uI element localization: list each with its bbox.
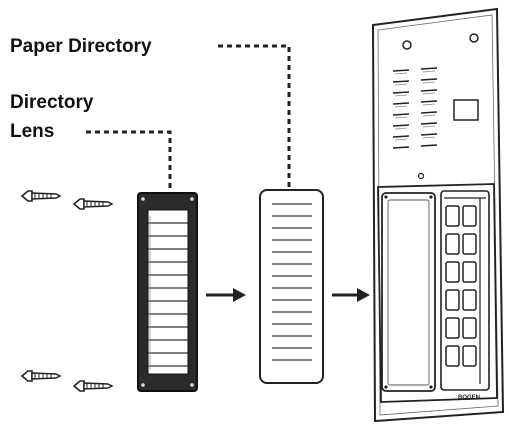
display-window [454, 100, 478, 120]
screw-icon [74, 199, 112, 209]
paper-directory-leader [218, 46, 289, 190]
arrow-right-icon [332, 288, 370, 302]
panel-directory-slot [382, 193, 435, 391]
brand-mark: BOGEN [458, 395, 480, 401]
arrow-right-icon [206, 288, 246, 302]
screw-icon [74, 381, 112, 391]
call-buttons [441, 191, 489, 390]
screw-icon [22, 191, 60, 201]
paper-directory [260, 190, 323, 383]
directory-lens-leader [86, 132, 170, 192]
screw-icon [22, 371, 60, 381]
directory-lens [138, 193, 197, 391]
wall-panel: BOGEN [373, 9, 503, 421]
